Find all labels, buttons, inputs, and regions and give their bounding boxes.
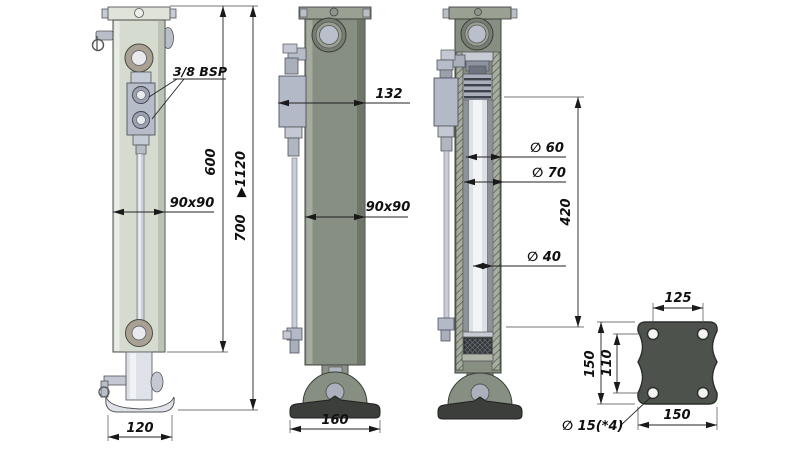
front-top-eye xyxy=(124,43,154,73)
port-label-bsp: 3/8 BSP xyxy=(173,64,227,79)
foot-clip-icon xyxy=(98,386,110,398)
dim-label-125: 125 xyxy=(664,291,691,306)
side-column xyxy=(304,18,366,366)
port-callout: 3/8 BSP xyxy=(148,64,227,120)
front-dimensions: 600 ▶1120 700 90x90 120 3/8 BSP xyxy=(107,5,258,441)
section-eye-boss xyxy=(460,17,494,51)
front-top-cap xyxy=(101,6,177,21)
foot-dish-plate xyxy=(105,396,175,413)
side-foot xyxy=(289,364,381,419)
section-cylinder-tube xyxy=(462,99,494,333)
dim-label-150-bottom: 150 xyxy=(663,408,690,423)
foot-pin xyxy=(103,375,127,386)
front-port-block xyxy=(126,71,156,155)
valve-block xyxy=(278,75,307,128)
dim-label-90x90-front: 90x90 xyxy=(170,196,215,211)
dim-label-d40: ∅ 40 xyxy=(527,250,561,265)
leader-holes xyxy=(619,397,651,427)
dim-label-110: 110 xyxy=(600,349,615,376)
dim-label-132: 132 xyxy=(375,87,402,102)
hydraulic-hose xyxy=(443,150,450,319)
bolt-hole xyxy=(646,327,660,341)
side-dimensions: 132 90x90 160 xyxy=(278,87,410,433)
hydraulic-hose xyxy=(291,157,298,329)
section-top-cap xyxy=(442,6,518,20)
dim-label-160: 160 xyxy=(321,413,348,428)
bolt-holes xyxy=(646,327,710,400)
mounting-plate xyxy=(637,321,718,405)
front-leg-and-foot xyxy=(98,351,175,413)
dim-label-d70: ∅ 70 xyxy=(532,166,566,181)
dim-label-700: 700 xyxy=(234,214,249,241)
dim-label-1120: ▶1120 xyxy=(234,151,249,197)
section-valve-assembly xyxy=(433,49,466,342)
foot-base-pad xyxy=(437,396,523,420)
dim-label-420: 420 xyxy=(559,198,574,226)
section-piston xyxy=(461,331,494,362)
section-gland xyxy=(461,51,494,75)
foot-base-pad xyxy=(289,395,381,419)
section-foot xyxy=(437,372,523,420)
front-inner-rod xyxy=(136,153,145,323)
linch-clip-icon xyxy=(91,38,105,52)
bolt-hole xyxy=(696,386,710,400)
front-bottom-eye xyxy=(125,319,153,347)
side-view: 132 90x90 160 xyxy=(278,6,410,433)
dim-label-120: 120 xyxy=(126,421,153,436)
dim-label-holes: ∅ 15(*4) xyxy=(562,419,623,434)
section-dimensions: ∅ 60 ∅ 70 ∅ 40 420 xyxy=(464,96,584,328)
bolt-hole xyxy=(646,386,660,400)
piston-rod xyxy=(473,100,482,332)
bolt-hole xyxy=(696,327,710,341)
side-eye-boss xyxy=(311,17,347,53)
plate-dimensions: 125 150 110 150 ∅ 15(*4) xyxy=(562,291,718,434)
cap-hole xyxy=(134,8,144,18)
section-seal-stack xyxy=(462,73,493,101)
dim-label-90x90-side: 90x90 xyxy=(366,200,411,215)
valve-block xyxy=(433,77,459,127)
side-top-cap xyxy=(298,6,372,20)
dim-label-d60: ∅ 60 xyxy=(530,141,564,156)
dim-label-150-left: 150 xyxy=(583,350,598,377)
front-view: 600 ▶1120 700 90x90 120 3/8 BSP xyxy=(91,5,258,441)
dim-label-600: 600 xyxy=(204,148,219,175)
mounting-plate-detail: 125 150 110 150 ∅ 15(*4) xyxy=(562,291,718,434)
front-top-left-pin xyxy=(91,30,114,52)
side-valve-assembly xyxy=(278,43,307,354)
section-view: ∅ 60 ∅ 70 ∅ 40 420 xyxy=(433,6,584,420)
